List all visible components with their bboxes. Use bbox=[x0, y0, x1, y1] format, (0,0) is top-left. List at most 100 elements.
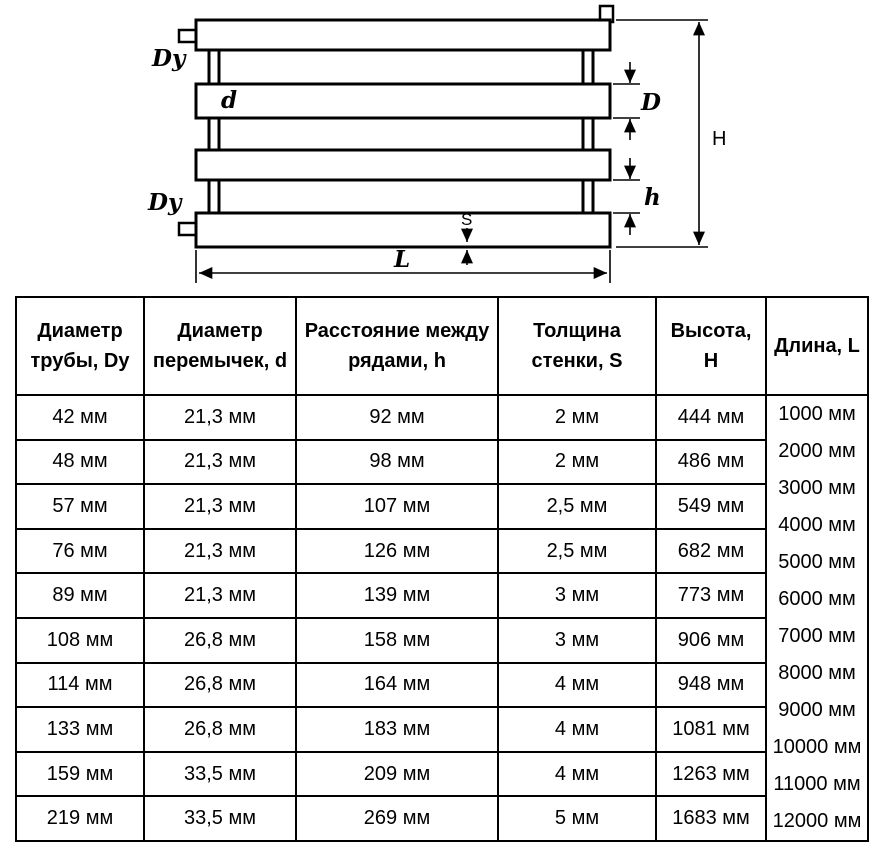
table-cell: 1263 мм bbox=[655, 750, 767, 798]
table-cell: 682 мм bbox=[655, 527, 767, 575]
register-diagram: Dy Dy d D H h S L bbox=[0, 0, 882, 294]
table-cell: 126 мм bbox=[295, 527, 499, 575]
table-cell: 48 мм bbox=[15, 438, 145, 486]
table-cell: 21,3 мм bbox=[143, 572, 297, 619]
table-cell: 33,5 мм bbox=[143, 750, 297, 798]
table-cell: 42 мм bbox=[15, 394, 145, 441]
table-cell: 89 мм bbox=[15, 572, 145, 619]
table-cell: 219 мм bbox=[15, 795, 145, 842]
column-header: Диаметр перемычек, d bbox=[143, 296, 297, 396]
length-value: 6000 мм bbox=[778, 588, 856, 610]
table-cell: 107 мм bbox=[295, 483, 499, 530]
dim-label-D: D bbox=[640, 89, 661, 116]
length-value: 3000 мм bbox=[778, 477, 856, 499]
table-cell: 269 мм bbox=[295, 795, 499, 842]
table-cell: 906 мм bbox=[655, 616, 767, 664]
table-cell: 1081 мм bbox=[655, 706, 767, 753]
table-cell: 26,8 мм bbox=[143, 616, 297, 664]
tube-2 bbox=[194, 82, 612, 120]
table-cell: 21,3 мм bbox=[143, 394, 297, 441]
table-cell: 114 мм bbox=[15, 661, 145, 709]
tube-3 bbox=[194, 148, 612, 182]
length-value: 7000 мм bbox=[778, 625, 856, 647]
table-cell: 183 мм bbox=[295, 706, 499, 753]
table-cell: 2 мм bbox=[497, 394, 657, 441]
length-value: 1000 мм bbox=[778, 403, 856, 425]
table-cell: 2,5 мм bbox=[497, 483, 657, 530]
table-cell: 4 мм bbox=[497, 706, 657, 753]
dim-label-H: H bbox=[712, 128, 726, 150]
table-cell: 76 мм bbox=[15, 527, 145, 575]
tube-1 bbox=[194, 18, 612, 52]
table-cell: 164 мм bbox=[295, 661, 499, 709]
column-header: Диаметр трубы, Dy bbox=[15, 296, 145, 396]
table-cell: 5 мм bbox=[497, 795, 657, 842]
table-cell: 21,3 мм bbox=[143, 483, 297, 530]
length-value: 11000 мм bbox=[773, 773, 861, 795]
column-header: Расстояние между рядами, h bbox=[295, 296, 499, 396]
table-cell: 57 мм bbox=[15, 483, 145, 530]
table-cell: 209 мм bbox=[295, 750, 499, 798]
length-value: 2000 мм bbox=[778, 440, 856, 462]
dim-label-dy-top: Dy bbox=[151, 45, 187, 72]
table-cell: 139 мм bbox=[295, 572, 499, 619]
table-cell: 92 мм bbox=[295, 394, 499, 441]
table-cell: 549 мм bbox=[655, 483, 767, 530]
table-cell: 4 мм bbox=[497, 750, 657, 798]
table-cell: 1683 мм bbox=[655, 795, 767, 842]
dim-label-S: S bbox=[461, 210, 472, 229]
length-cell: 1000 мм 2000 мм 3000 мм 4000 мм 5000 мм 6000 … bbox=[765, 394, 869, 842]
table-cell: 133 мм bbox=[15, 706, 145, 753]
dim-label-h: h bbox=[644, 184, 661, 211]
inlet-stub-top bbox=[177, 28, 199, 44]
dim-label-d: d bbox=[221, 87, 237, 114]
length-value: 8000 мм bbox=[778, 662, 856, 684]
dim-label-L: L bbox=[393, 246, 410, 273]
length-value: 9000 мм bbox=[778, 699, 856, 721]
table-cell: 486 мм bbox=[655, 438, 767, 486]
connector-pipes bbox=[207, 48, 595, 215]
inlet-stub-bottom bbox=[177, 221, 199, 237]
column-header: Высота, H bbox=[655, 296, 767, 396]
table-cell: 2 мм bbox=[497, 438, 657, 486]
tube-4 bbox=[194, 211, 612, 249]
register-drawing: Dy Dy d D H h S L bbox=[147, 4, 726, 283]
table-cell: 33,5 мм bbox=[143, 795, 297, 842]
table-cell: 948 мм bbox=[655, 661, 767, 709]
table-cell: 21,3 мм bbox=[143, 527, 297, 575]
table-cell: 26,8 мм bbox=[143, 661, 297, 709]
dimension-lines bbox=[195, 19, 708, 283]
table-cell: 2,5 мм bbox=[497, 527, 657, 575]
register-tubes bbox=[194, 18, 612, 249]
column-header: Длина, L bbox=[765, 296, 869, 396]
table-cell: 98 мм bbox=[295, 438, 499, 486]
table-cell: 773 мм bbox=[655, 572, 767, 619]
table-cell: 158 мм bbox=[295, 616, 499, 664]
table-cell: 3 мм bbox=[497, 572, 657, 619]
table-cell: 108 мм bbox=[15, 616, 145, 664]
table-cell: 159 мм bbox=[15, 750, 145, 798]
length-value: 12000 мм bbox=[772, 810, 862, 832]
table-cell: 26,8 мм bbox=[143, 706, 297, 753]
length-value: 4000 мм bbox=[778, 514, 856, 536]
table-cell: 21,3 мм bbox=[143, 438, 297, 486]
column-header: Толщина стенки, S bbox=[497, 296, 657, 396]
length-value: 10000 мм bbox=[772, 736, 862, 758]
length-value: 5000 мм bbox=[778, 551, 856, 573]
table-cell: 3 мм bbox=[497, 616, 657, 664]
